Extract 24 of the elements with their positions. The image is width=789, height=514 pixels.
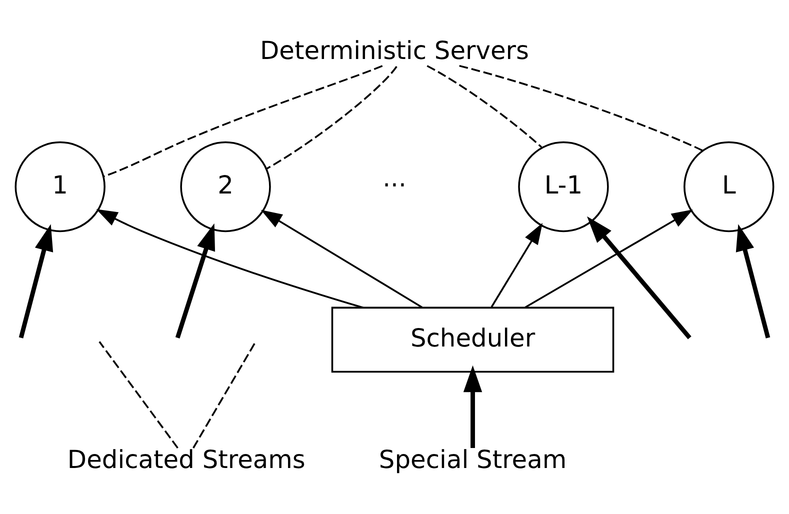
connector — [98, 341, 178, 449]
node-text: Deterministic Servers — [260, 36, 530, 66]
arrow — [96, 209, 364, 308]
connector — [103, 65, 383, 178]
arrow — [490, 222, 543, 308]
node-circle: L-1 — [518, 141, 609, 232]
node-box: Scheduler — [331, 306, 614, 373]
node-circle: L — [684, 141, 774, 232]
connector — [426, 65, 542, 148]
arrow — [18, 224, 54, 338]
label: ··· — [382, 170, 406, 200]
arrow — [260, 210, 423, 308]
connector — [266, 66, 398, 170]
node-circle: 1 — [14, 141, 106, 232]
node-text: Special Stream — [378, 445, 567, 474]
arrow — [736, 224, 770, 338]
connector — [192, 341, 256, 448]
arrow — [524, 209, 693, 308]
arrow — [175, 223, 216, 338]
connector — [459, 64, 703, 152]
node-circle: 2 — [180, 141, 271, 232]
node-text: Dedicated Streams — [67, 445, 306, 474]
arrow — [463, 365, 482, 448]
arrow — [587, 216, 692, 340]
